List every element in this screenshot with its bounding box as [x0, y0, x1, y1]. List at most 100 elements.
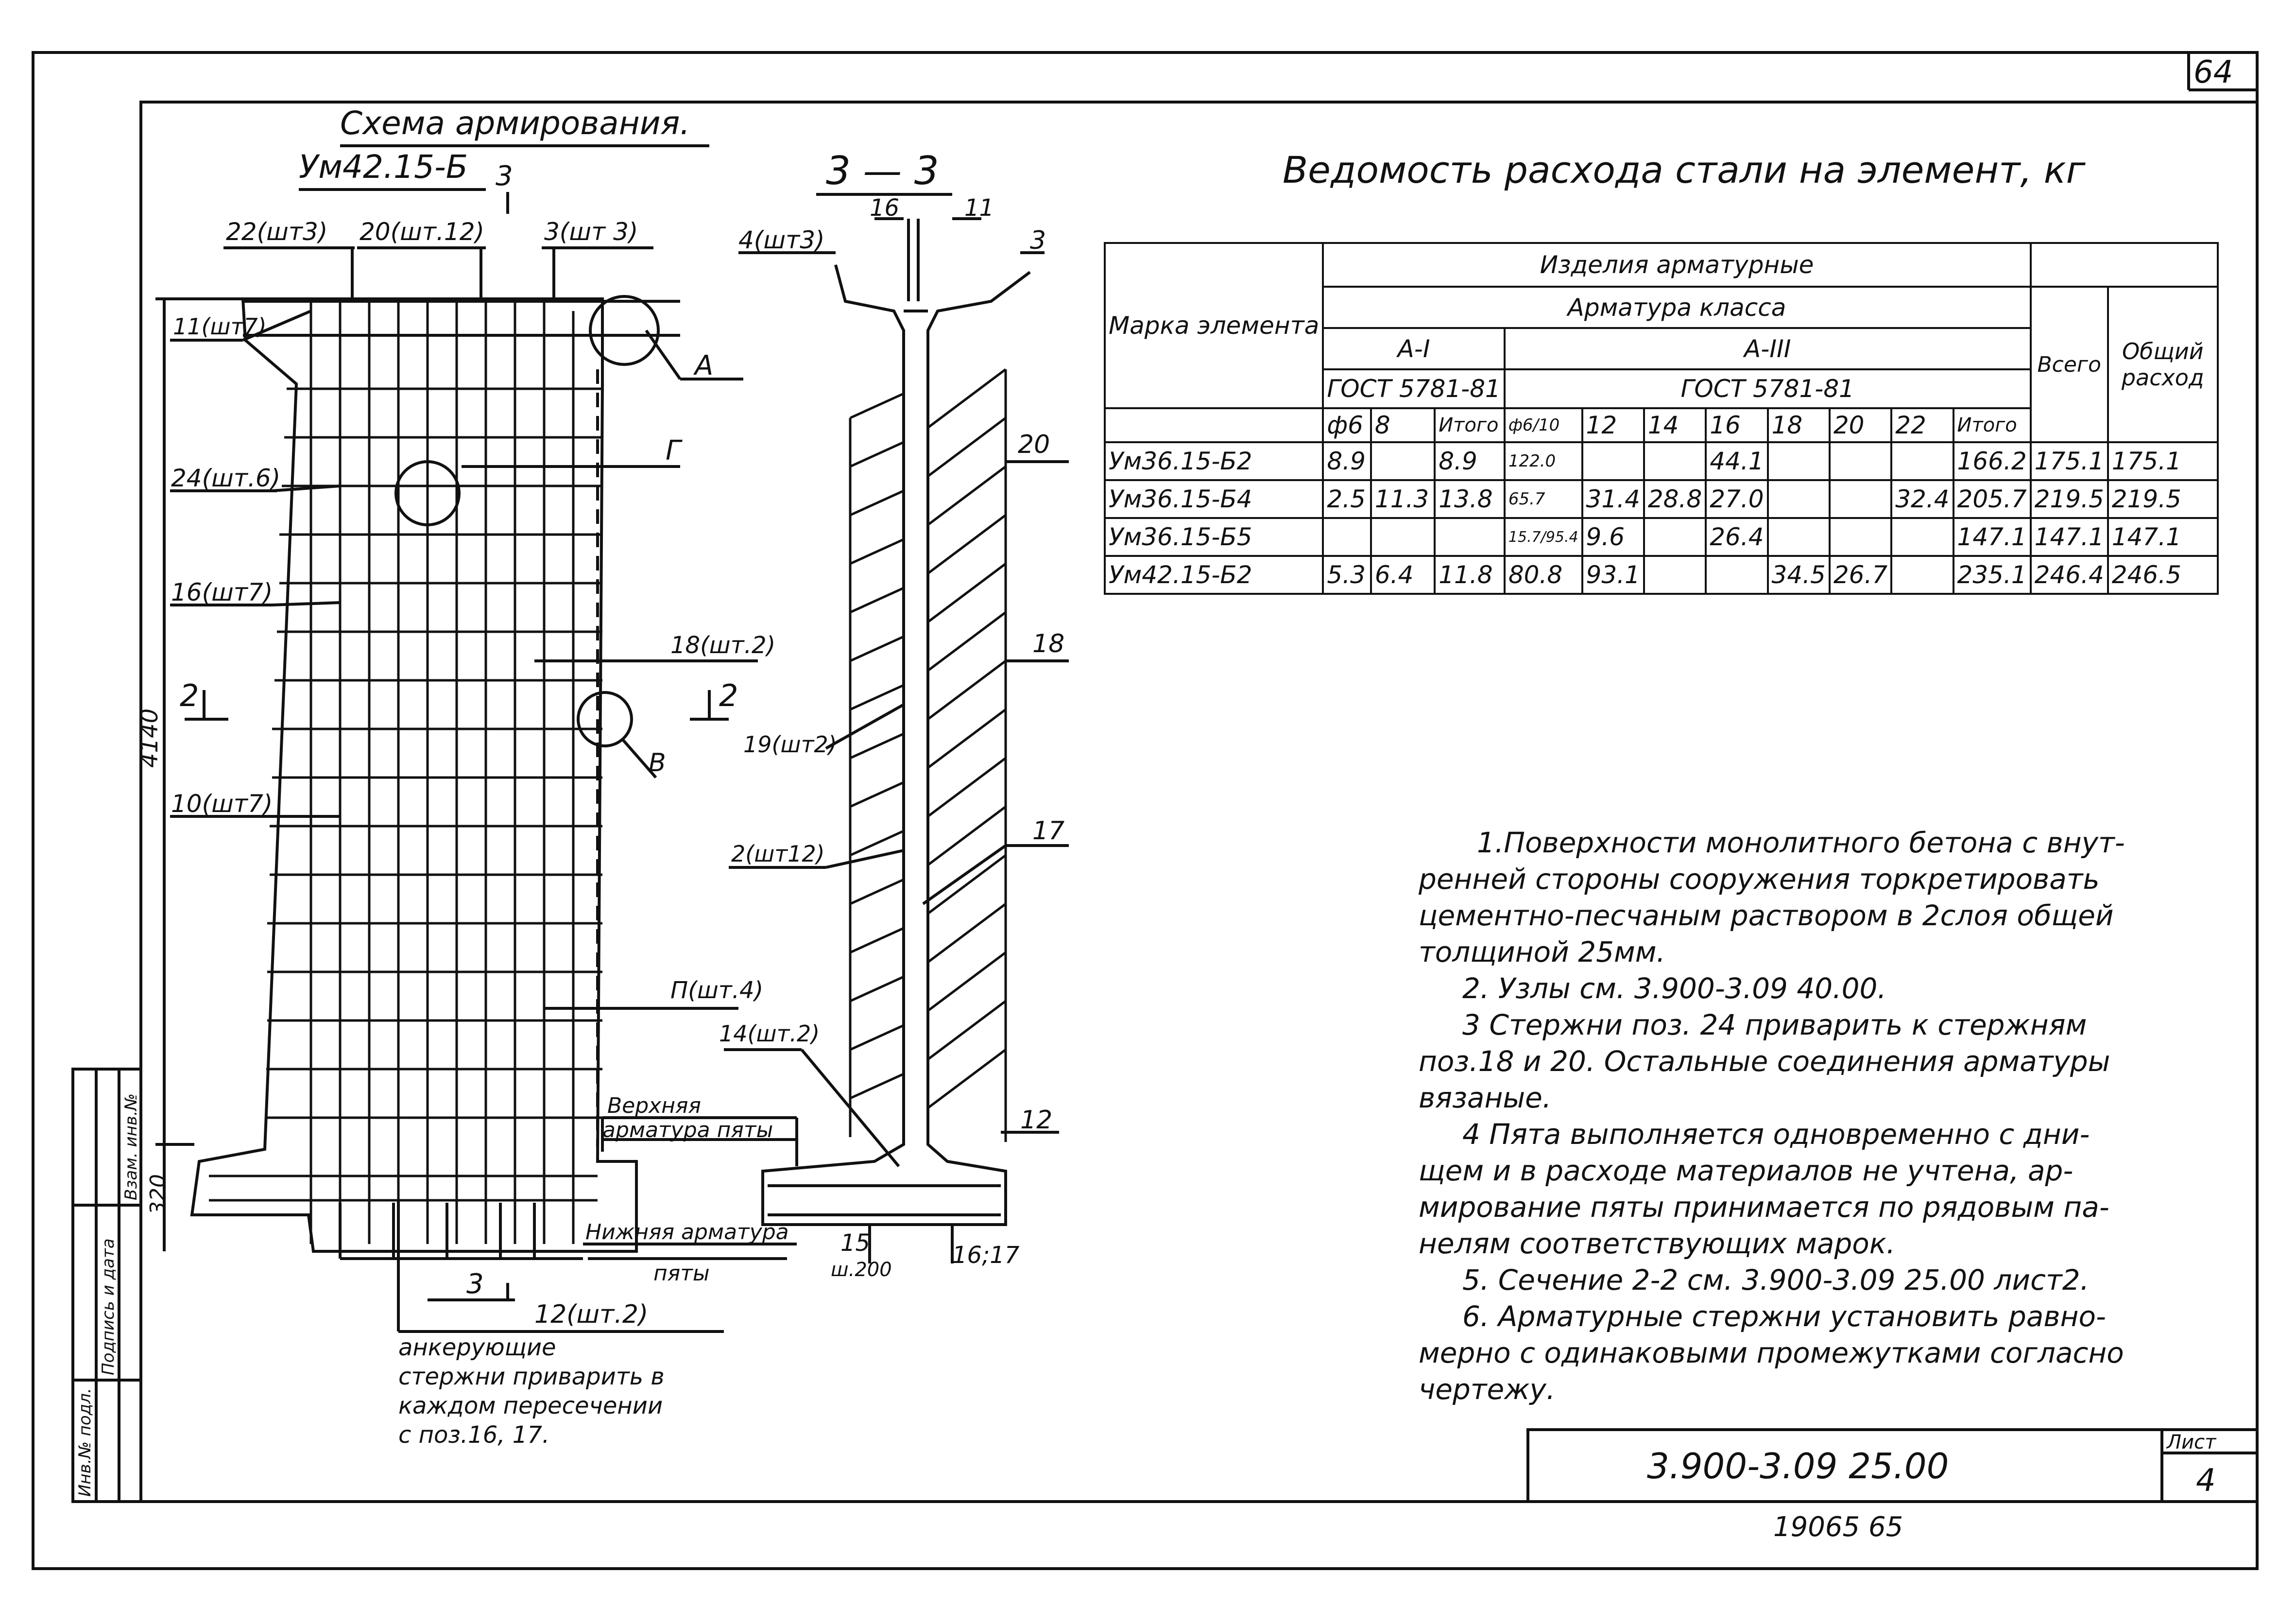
cell-general: 147.1: [2107, 517, 2219, 557]
cell: [1828, 441, 1893, 481]
steel-consumption-table: Марка элемента Изделия арматурные Армату…: [1103, 242, 2219, 595]
section-mark-2a: 2: [180, 678, 199, 713]
sheet-inner-frame: [139, 101, 2259, 1503]
col-header: 14: [1643, 407, 1707, 443]
col-header: 16: [1705, 407, 1769, 443]
label-G: Г: [666, 435, 681, 467]
section-title: 3 — 3: [826, 148, 939, 193]
cell: 166.2: [1952, 441, 2032, 481]
cell: [1434, 517, 1506, 557]
label-V: В: [649, 748, 666, 778]
note-line: мирование пяты принимается по рядовым па…: [1419, 1191, 2109, 1224]
cell: 34.5: [1766, 555, 1831, 595]
header-a1: А-I: [1322, 327, 1506, 370]
note-line: 5. Сечение 2-2 см. 3.900-3.09 25.00 лист…: [1462, 1263, 2090, 1297]
sec-label-19: 19(шт2): [743, 731, 837, 758]
header-products: Изделия арматурные: [1322, 242, 2032, 288]
side-stamp-1: Инв.№ подл.: [75, 1388, 95, 1497]
cell: [1643, 517, 1707, 557]
upper-heel-label-2: арматура пяты: [602, 1118, 773, 1142]
cell: 31.4: [1581, 479, 1645, 519]
note-line: 6. Арматурные стержни установить равно-: [1462, 1300, 2106, 1333]
header-class: Арматура класса: [1322, 286, 2032, 329]
cell-total: 147.1: [2029, 517, 2109, 557]
title-stamp-frame: [1526, 1428, 2259, 1503]
row-mark: Ум36.15-Б4: [1103, 479, 1324, 519]
note-line: 2. Узлы см. 3.900-3.09 40.00.: [1462, 972, 1886, 1005]
note-line: 4 Пята выполняется одновременно с дни-: [1462, 1118, 2090, 1151]
cell: 122.0: [1503, 441, 1583, 481]
sec-label-16-17: 16;17: [952, 1242, 1020, 1269]
cell: 80.8: [1503, 555, 1583, 595]
element-mark: Ум42.15-Б: [299, 148, 468, 186]
cell: 147.1: [1952, 517, 2032, 557]
cell: [1766, 517, 1831, 557]
note-line: толщиной 25мм.: [1419, 935, 1665, 968]
doc-number: 3.900-3.09 25.00: [1647, 1446, 1949, 1487]
note-line: 1.Поверхности монолитного бетона с внут-: [1477, 826, 2125, 859]
stamp-below: 19065 65: [1773, 1511, 1903, 1543]
label-A: А: [695, 350, 714, 381]
sec-label-4: 4(шт3): [738, 226, 825, 254]
sec-label-18: 18: [1032, 629, 1065, 658]
sec-label-11: 11: [964, 194, 994, 222]
cell: 26.4: [1705, 517, 1769, 557]
sheet-corner-number: 64: [2193, 54, 2233, 90]
note-line: ренней стороны сооружения торкретировать: [1419, 863, 2100, 896]
col-header: Итого: [1434, 407, 1506, 443]
cell: [1370, 441, 1436, 481]
cell: 8.9: [1434, 441, 1506, 481]
cell: 5.3: [1322, 555, 1372, 595]
cell: 15.7/95.4: [1503, 517, 1583, 557]
dim-320: 320: [146, 1174, 171, 1215]
section-3-3: [724, 193, 1069, 1263]
row-mark: Ум36.15-Б2: [1103, 441, 1324, 481]
cell: [1705, 555, 1769, 595]
cell: [1828, 479, 1893, 519]
cell-total: 219.5: [2029, 479, 2109, 519]
note-line: щем и в расходе материалов не учтена, ар…: [1419, 1154, 2073, 1187]
cell: [1828, 517, 1893, 557]
sec-label-12: 12: [1020, 1106, 1053, 1135]
col-header: 22: [1890, 407, 1954, 443]
header-general: Общий расход: [2107, 286, 2219, 443]
note-line: нелям соответствующих марок.: [1419, 1227, 1896, 1260]
label-10: 10(шт7): [171, 790, 273, 818]
side-stamp-frame: [71, 1068, 142, 1503]
sheet-number: 4: [2196, 1463, 2216, 1499]
table-row: Ум42.15-Б2 5.3 6.4 11.8 80.8 93.1 34.5 2…: [1103, 555, 2219, 595]
header-a3: А-III: [1503, 327, 2032, 370]
col-header: ф6/10: [1503, 407, 1583, 443]
reinforcement-scheme: [155, 144, 798, 1333]
cell: [1766, 479, 1831, 519]
sec-label-14: 14(шт.2): [719, 1020, 820, 1047]
cell: [1890, 441, 1954, 481]
section-mark-2b: 2: [719, 678, 738, 713]
lower-heel-label-2: пяты: [653, 1261, 710, 1286]
note-line: мерно с одинаковыми промежутками согласн…: [1419, 1336, 2124, 1369]
note-line: цементно-песчаным раствором в 2слоя обще…: [1419, 899, 2114, 932]
cell: 27.0: [1705, 479, 1769, 519]
label-16: 16(шт7): [171, 578, 273, 606]
anchor-note-3: каждом пересечении: [398, 1392, 663, 1419]
col-header: ф6: [1322, 407, 1372, 443]
cell-total: 175.1: [2029, 441, 2109, 481]
dim-4140: 4140: [136, 708, 163, 768]
cell: [1643, 441, 1707, 481]
lower-heel-label: Нижняя арматура: [585, 1220, 789, 1245]
cell-general: 246.5: [2107, 555, 2219, 595]
col-header: 12: [1581, 407, 1645, 443]
header-gost-2: ГОСТ 5781-81: [1503, 368, 2032, 409]
sheet-label: Лист: [2167, 1431, 2216, 1453]
anchor-note-2: стержни приварить в: [398, 1363, 665, 1390]
header-gost-1: ГОСТ 5781-81: [1322, 368, 1506, 409]
cell: 11.8: [1434, 555, 1506, 595]
cell: 28.8: [1643, 479, 1707, 519]
sec-label-15: 15: [840, 1229, 871, 1257]
col-header: 18: [1766, 407, 1831, 443]
note-line: чертежу.: [1419, 1373, 1556, 1406]
cell: 8.9: [1322, 441, 1372, 481]
side-stamp-2: Подпись и дата: [99, 1238, 118, 1375]
table-title: Ведомость расхода стали на элемент, кг: [1283, 148, 2086, 191]
